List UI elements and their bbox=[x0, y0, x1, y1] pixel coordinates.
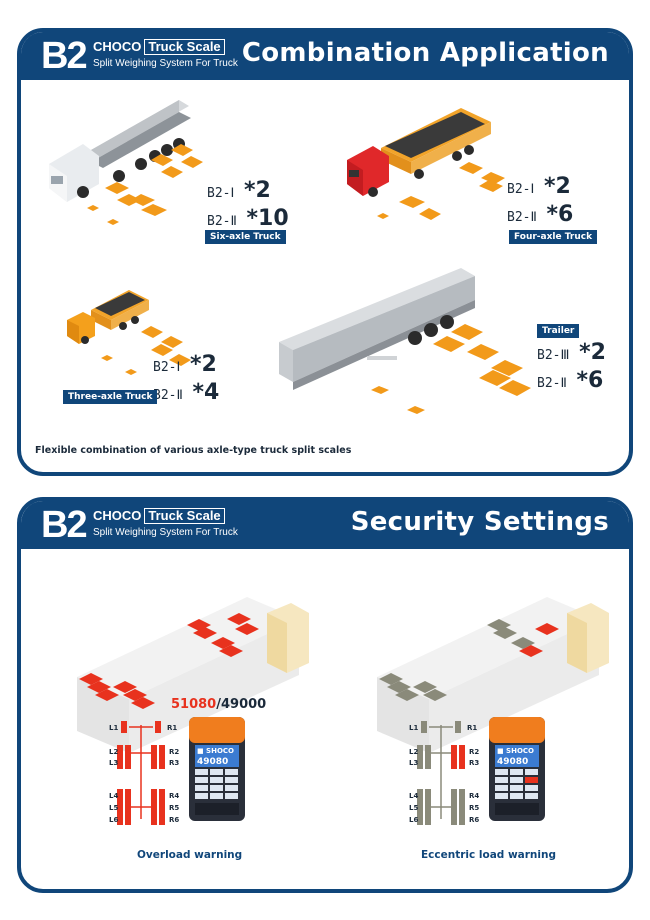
section-title: Security Settings bbox=[350, 507, 609, 537]
four-axle-spec-2: B2-Ⅱ *6 bbox=[507, 202, 573, 227]
brand-name-a: CHOCO bbox=[93, 39, 142, 54]
pad-label-l1: L1 bbox=[409, 724, 418, 732]
six-axle-tag: Six-axle Truck bbox=[205, 230, 286, 244]
spec-count: *2 bbox=[189, 352, 217, 377]
pad-label-r1: R1 bbox=[467, 724, 477, 732]
brand-subtitle: Split Weighing System For Truck bbox=[93, 527, 238, 538]
brand-code: B2 bbox=[41, 504, 88, 546]
spec-count: *6 bbox=[546, 202, 574, 227]
pad-label-r3: R3 bbox=[469, 759, 479, 767]
pad-label-r3: R3 bbox=[169, 759, 179, 767]
combination-footnote: Flexible combination of various axle-typ… bbox=[35, 445, 352, 456]
pad-label-l3: L3 bbox=[409, 759, 418, 767]
overload-separator: / bbox=[216, 697, 221, 712]
page-title: Combination Application bbox=[241, 38, 609, 68]
pad-label-r2: R2 bbox=[169, 748, 179, 756]
pad-label-r4: R4 bbox=[169, 792, 179, 800]
four-axle-spec-1: B2-Ⅰ *2 bbox=[507, 174, 571, 199]
three-axle-spec-1: B2-Ⅰ *2 bbox=[153, 352, 217, 377]
pad-label-l3: L3 bbox=[109, 759, 118, 767]
pad-label-r2: R2 bbox=[469, 748, 479, 756]
brand-code: B2 bbox=[41, 35, 88, 77]
four-axle-pads bbox=[377, 162, 505, 220]
security-illustration: ■ SHOCO 49080 ■ SHOCO 49080 L1 L2 L3 L4 … bbox=[77, 597, 609, 825]
trailer-pads bbox=[371, 324, 531, 414]
eccentric-pads bbox=[379, 619, 535, 701]
pad-label-l6: L6 bbox=[109, 816, 118, 824]
three-axle-pads bbox=[101, 326, 191, 375]
eccentric-caption: Eccentric load warning bbox=[421, 849, 556, 861]
three-axle-truck-icon bbox=[67, 290, 149, 344]
overload-device-brand: ■ SHOCO bbox=[197, 747, 234, 755]
four-axle-tag: Four-axle Truck bbox=[509, 230, 598, 244]
pad-label-l4: L4 bbox=[109, 792, 118, 800]
eccentric-alert-pads bbox=[519, 623, 559, 657]
six-axle-spec-1: B2-Ⅰ *2 bbox=[207, 178, 271, 203]
pad-label-l5: L5 bbox=[409, 804, 418, 812]
overload-ratio: 51080/49000 bbox=[171, 697, 266, 712]
pad-label-r5: R5 bbox=[169, 804, 179, 812]
overload-current: 51080 bbox=[171, 697, 217, 712]
eccentric-device-brand: ■ SHOCO bbox=[497, 747, 534, 755]
three-axle-tag: Three-axle Truck bbox=[63, 390, 158, 404]
pad-label-l5: L5 bbox=[109, 804, 118, 812]
six-axle-truck-icon bbox=[49, 100, 191, 202]
six-axle-spec-2: B2-Ⅱ *10 bbox=[207, 206, 289, 231]
pad-label-l2: L2 bbox=[109, 748, 118, 756]
spec-label: B2-Ⅱ bbox=[207, 214, 237, 229]
eccentric-device-reading: 49080 bbox=[497, 757, 528, 767]
spec-count: *2 bbox=[579, 340, 606, 365]
overload-caption: Overload warning bbox=[137, 849, 243, 861]
spec-count: *2 bbox=[543, 174, 571, 199]
pad-label-l2: L2 bbox=[409, 748, 418, 756]
overload-limit: 49000 bbox=[220, 697, 267, 712]
six-axle-pads bbox=[87, 144, 203, 225]
pad-label-l1: L1 bbox=[109, 724, 118, 732]
pad-label-r1: R1 bbox=[167, 724, 177, 732]
pad-label-r5: R5 bbox=[469, 804, 479, 812]
combination-illustration bbox=[49, 100, 531, 414]
spec-label: B2-Ⅰ bbox=[207, 186, 235, 201]
spec-label: B2-Ⅱ bbox=[153, 388, 183, 403]
trailer-spec-1: B2-Ⅲ *2 bbox=[537, 340, 606, 365]
three-axle-spec-2: B2-Ⅱ *4 bbox=[153, 380, 219, 405]
eccentric-device-icon bbox=[489, 717, 545, 821]
trailer-tag: Trailer bbox=[537, 324, 580, 338]
pad-label-l6: L6 bbox=[409, 816, 418, 824]
spec-label: B2-Ⅰ bbox=[507, 182, 535, 197]
pad-label-r4: R4 bbox=[469, 792, 479, 800]
overload-device-icon bbox=[189, 717, 245, 821]
trailer-spec-2: B2-Ⅱ *6 bbox=[537, 368, 603, 393]
spec-label: B2-Ⅰ bbox=[153, 360, 181, 375]
spec-label: B2-Ⅱ bbox=[537, 376, 567, 391]
pad-label-r6: R6 bbox=[469, 816, 479, 824]
four-axle-truck-icon bbox=[347, 108, 491, 197]
overload-device-reading: 49080 bbox=[197, 757, 228, 767]
overload-axle-diagram bbox=[117, 721, 165, 825]
spec-count: *2 bbox=[243, 178, 271, 203]
spec-count: *4 bbox=[192, 380, 220, 405]
brand-subtitle: Split Weighing System For Truck bbox=[93, 58, 238, 69]
brand-name-a: CHOCO bbox=[93, 508, 142, 523]
brand-name-b: Truck Scale bbox=[144, 508, 225, 524]
overload-pads bbox=[79, 613, 259, 709]
spec-count: *10 bbox=[246, 206, 289, 231]
pad-label-r6: R6 bbox=[169, 816, 179, 824]
spec-label: B2-Ⅱ bbox=[507, 210, 537, 225]
pad-label-l4: L4 bbox=[409, 792, 418, 800]
trailer-icon bbox=[279, 268, 475, 390]
spec-count: *6 bbox=[576, 368, 604, 393]
eccentric-axle-diagram bbox=[417, 721, 465, 825]
spec-label: B2-Ⅲ bbox=[537, 348, 570, 363]
brand-name-b: Truck Scale bbox=[144, 39, 225, 55]
